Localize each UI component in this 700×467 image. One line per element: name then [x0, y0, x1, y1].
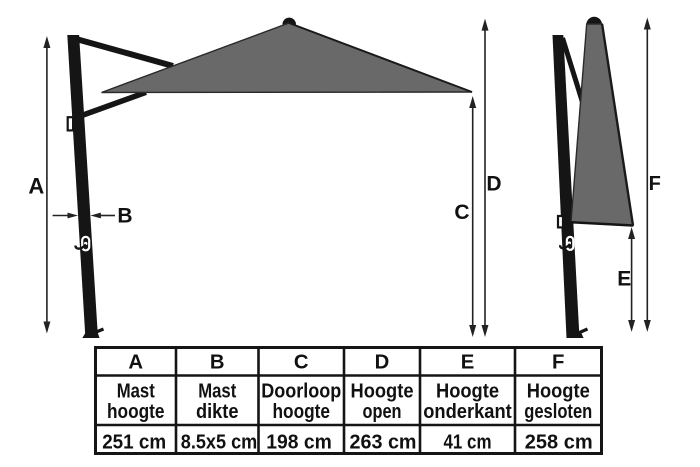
svg-text:A: A — [128, 352, 143, 374]
svg-text:8.5x5 cm: 8.5x5 cm — [181, 432, 258, 454]
svg-text:198 cm: 198 cm — [266, 432, 332, 454]
svg-text:F: F — [552, 352, 564, 374]
svg-text:E: E — [617, 268, 631, 291]
svg-text:F: F — [649, 173, 661, 195]
svg-text:A: A — [28, 173, 44, 198]
svg-text:263 cm: 263 cm — [350, 432, 417, 454]
svg-text:D: D — [486, 173, 501, 196]
svg-text:Mast: Mast — [117, 381, 155, 403]
svg-text:41 cm: 41 cm — [444, 432, 492, 454]
svg-text:onderkant: onderkant — [423, 401, 512, 423]
svg-text:Hoogte: Hoogte — [436, 381, 499, 403]
svg-text:B: B — [210, 352, 225, 374]
svg-text:dikte: dikte — [196, 401, 239, 423]
svg-text:Hoogte: Hoogte — [351, 381, 414, 403]
svg-text:E: E — [461, 352, 475, 374]
svg-text:Doorloop: Doorloop — [261, 381, 341, 403]
svg-text:C: C — [454, 201, 469, 224]
svg-text:gesloten: gesloten — [524, 401, 592, 423]
svg-text:258 cm: 258 cm — [525, 432, 593, 454]
svg-text:Mast: Mast — [198, 381, 236, 403]
svg-text:C: C — [294, 352, 309, 374]
svg-text:B: B — [117, 205, 132, 228]
svg-text:open: open — [363, 401, 402, 423]
svg-text:Hoogte: Hoogte — [527, 381, 590, 403]
svg-text:D: D — [375, 352, 390, 374]
svg-text:251 cm: 251 cm — [102, 432, 166, 454]
svg-text:hoogte: hoogte — [107, 401, 165, 423]
svg-text:hoogte: hoogte — [273, 401, 331, 423]
